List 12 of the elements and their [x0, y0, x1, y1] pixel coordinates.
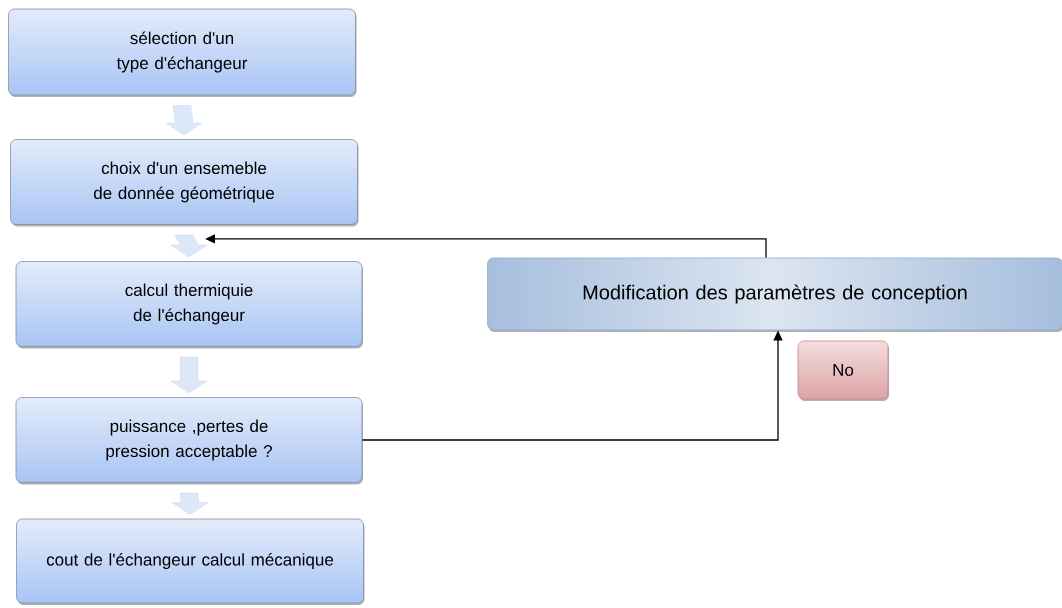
block-arrow: [171, 492, 209, 515]
block-arrow: [165, 105, 203, 136]
block-arrow: [170, 234, 208, 258]
process-box: cout de l'échangeur calcul mécanique: [16, 518, 365, 605]
arrow: [205, 234, 767, 259]
process-box: choix d'un ensemeble de donnée géométrique: [10, 139, 359, 227]
process-box: Modification des paramètres de conception: [487, 257, 1062, 332]
process-box: puissance ,pertes de pression acceptable ?: [15, 397, 363, 485]
block-arrow: [170, 356, 208, 394]
process-box: sélection d'un type d'échangeur: [8, 8, 357, 97]
process-box: calcul thermiquie de l'échangeur: [15, 261, 363, 349]
decision-box: No: [797, 340, 889, 401]
